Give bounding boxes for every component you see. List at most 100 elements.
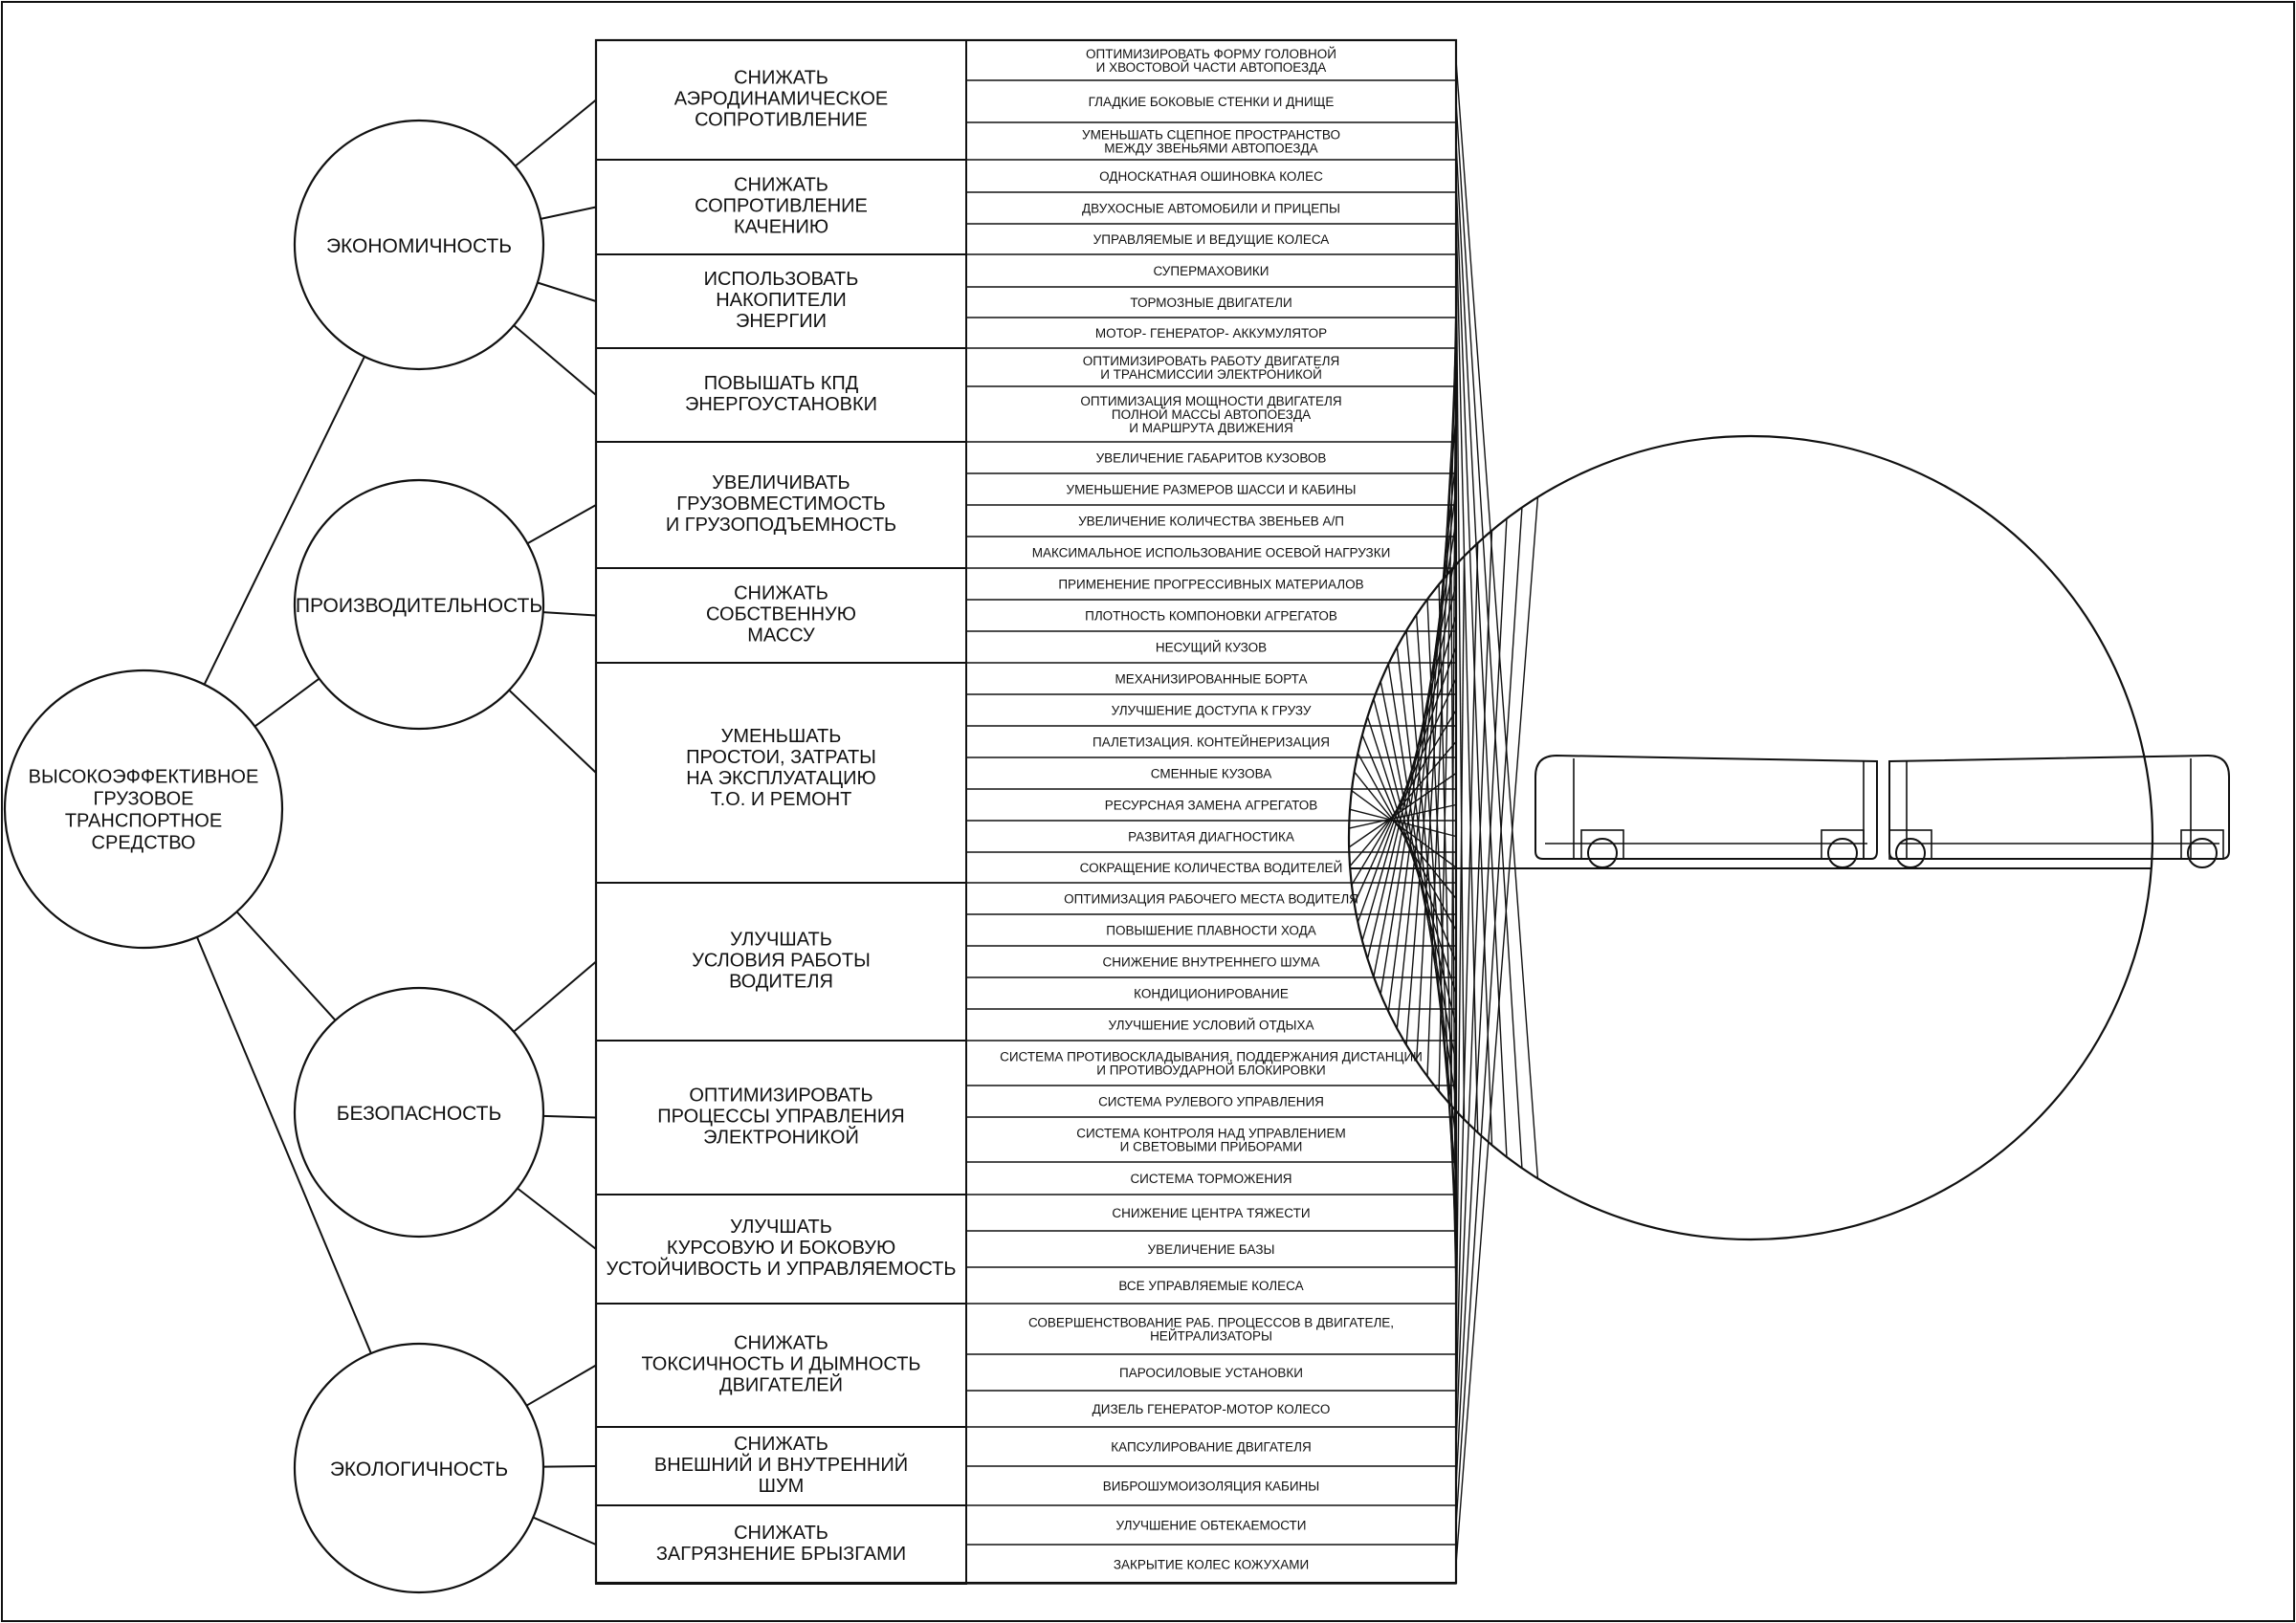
- root-connector: [254, 677, 320, 728]
- item-label-line: ТОРМОЗНЫЕ ДВИГАТЕЛИ: [1130, 296, 1292, 310]
- goal-label-line: Т.О. И РЕМОНТ: [711, 789, 852, 810]
- fan-line: [1455, 100, 1523, 1169]
- category-circle: [293, 478, 545, 731]
- fan-line: [1349, 741, 1457, 867]
- goal-connector: [513, 324, 597, 396]
- item-label-line: УВЕЛИЧЕНИЕ ГАБАРИТОВ КУЗОВОВ: [1096, 450, 1327, 465]
- item-label-line: ОДНОСКАТНАЯ ОШИНОВКА КОЛЕС: [1099, 169, 1323, 184]
- fan-line: [1354, 678, 1457, 905]
- root-label-line: СРЕДСТВО: [92, 833, 196, 854]
- category-circle: [293, 1342, 545, 1594]
- goal-label-line: ТОКСИЧНОСТЬ И ДЫМНОСТЬ: [641, 1354, 920, 1375]
- goal-label-line: ДВИГАТЕЛЕЙ: [719, 1373, 843, 1396]
- category-circle: [293, 986, 545, 1239]
- goal-label-line: СНИЖАТЬ: [734, 583, 828, 604]
- wheel-arch: [1888, 829, 1932, 860]
- item-label-line: СИСТЕМА КОНТРОЛЯ НАД УПРАВЛЕНИЕМ: [1076, 1126, 1346, 1140]
- item-label-line: НЕЙТРАЛИЗАТОРЫ: [1150, 1328, 1272, 1343]
- goal-label-line: ЭНЕРГИИ: [736, 311, 827, 332]
- item-label: УМЕНЬШЕНИЕ РАЗМЕРОВ ШАССИ И КАБИНЫ: [1067, 482, 1357, 496]
- fan-line: [1455, 238, 1466, 1120]
- item-label: СМЕННЫЕ КУЗОВА: [1151, 766, 1271, 780]
- item-label: СИСТЕМА ПРОТИВОСКЛАДЫВАНИЯ, ПОДДЕРЖАНИЯ …: [1000, 1049, 1423, 1077]
- item-label-line: СИСТЕМА ТОРМОЖЕНИЯ: [1130, 1172, 1292, 1186]
- category-label: ЭКОЛОГИЧНОСТЬ: [330, 1459, 508, 1480]
- vehicle-body: [1888, 754, 2230, 860]
- goal-connector: [542, 1114, 597, 1119]
- goal-label-line: СНИЖАТЬ: [734, 1333, 828, 1354]
- item-label: ПАРОСИЛОВЫЕ УСТАНОВКИ: [1119, 1366, 1303, 1380]
- item-label-line: КОНДИЦИОНИРОВАНИЕ: [1134, 986, 1289, 1000]
- item-label-line: ПАЛЕТИЗАЦИЯ. КОНТЕЙНЕРИЗАЦИЯ: [1093, 735, 1330, 749]
- goal-label-line: ПРОЦЕССЫ УПРАВЛЕНИЯ: [657, 1107, 904, 1128]
- item-label: ВИБРОШУМОИЗОЛЯЦИЯ КАБИНЫ: [1103, 1479, 1319, 1493]
- item-label: ПАЛЕТИЗАЦИЯ. КОНТЕЙНЕРИЗАЦИЯ: [1093, 735, 1330, 749]
- item-label-line: И ПРОТИВОУДАРНОЙ БЛОКИРОВКИ: [1096, 1063, 1325, 1077]
- wheel: [1895, 838, 1926, 868]
- category-circle: [293, 119, 545, 371]
- fan-line: [1455, 530, 1493, 1447]
- item-label-line: УМЕНЬШЕНИЕ РАЗМЕРОВ ШАССИ И КАБИНЫ: [1067, 482, 1357, 496]
- vehicle-illustration: [1347, 434, 2230, 1241]
- wheel: [1827, 838, 1858, 868]
- item-label-line: ОПТИМИЗИРОВАТЬ РАБОТУ ДВИГАТЕЛЯ: [1083, 354, 1339, 368]
- goal-label-line: ПРОСТОИ, ЗАТРАТЫ: [686, 747, 876, 768]
- goal-label-line: ВОДИТЕЛЯ: [729, 972, 833, 993]
- goal-label-line: УСТОЙЧИВОСТЬ И УПРАВЛЯЕМОСТЬ: [606, 1257, 956, 1280]
- fan-line: [1455, 507, 1523, 1525]
- root-connector: [203, 356, 365, 686]
- item-label-line: СОКРАЩЕНИЕ КОЛИЧЕСТВА ВОДИТЕЛЕЙ: [1080, 861, 1343, 875]
- goal-label-line: КУРСОВУЮ И БОКОВУЮ: [667, 1238, 895, 1259]
- item-label-line: НЕСУЩИЙ КУЗОВ: [1156, 640, 1267, 654]
- item-label-line: ПЛОТНОСТЬ КОМПОНОВКИ АГРЕГАТОВ: [1085, 608, 1337, 623]
- fan-line: [1455, 542, 1479, 1410]
- item-label-line: И СВЕТОВЫМИ ПРИБОРАМИ: [1120, 1139, 1303, 1153]
- item-label: ПРИМЕНЕНИЕ ПРОГРЕССИВНЫХ МАТЕРИАЛОВ: [1058, 577, 1363, 591]
- item-label-line: СНИЖЕНИЕ ЦЕНТРА ТЯЖЕСТИ: [1112, 1206, 1310, 1220]
- vehicle-unit: [1534, 754, 1878, 868]
- item-label-line: УЛУЧШЕНИЕ ДОСТУПА К ГРУЗУ: [1112, 703, 1312, 717]
- item-label: МЕХАНИЗИРОВАННЫЕ БОРТА: [1115, 671, 1308, 686]
- item-label: КАПСУЛИРОВАНИЕ ДВИГАТЕЛЯ: [1111, 1439, 1311, 1454]
- item-label: СОВЕРШЕНСТВОВАНИЕ РАБ. ПРОЦЕССОВ В ДВИГА…: [1028, 1315, 1394, 1343]
- goal-connector: [508, 689, 597, 774]
- item-label-line: УЛУЧШЕНИЕ ОБТЕКАЕМОСТИ: [1115, 1518, 1306, 1532]
- item-label-line: УПРАВЛЯЕМЫЕ И ВЕДУЩИЕ КОЛЕСА: [1093, 232, 1330, 247]
- goal-label-line: УВЕЛИЧИВАТЬ: [712, 472, 850, 493]
- item-label: УВЕЛИЧЕНИЕ ГАБАРИТОВ КУЗОВОВ: [1096, 450, 1327, 465]
- goal-label-line: НАКОПИТЕЛИ: [716, 290, 847, 311]
- item-label-line: СОВЕРШЕНСТВОВАНИЕ РАБ. ПРОЦЕССОВ В ДВИГА…: [1028, 1315, 1394, 1329]
- root-connector: [195, 936, 372, 1354]
- item-label-line: ПРИМЕНЕНИЕ ПРОГРЕССИВНЫХ МАТЕРИАЛОВ: [1058, 577, 1363, 591]
- item-label: МАКСИМАЛЬНОЕ ИСПОЛЬЗОВАНИЕ ОСЕВОЙ НАГРУЗ…: [1032, 545, 1391, 559]
- goal-label-line: УЛУЧШАТЬ: [730, 930, 832, 951]
- item-label: ВСЕ УПРАВЛЯЕМЫЕ КОЛЕСА: [1118, 1279, 1303, 1293]
- item-label: УПРАВЛЯЕМЫЕ И ВЕДУЩИЕ КОЛЕСА: [1093, 232, 1330, 247]
- goal-connector: [542, 611, 597, 617]
- item-label: ОДНОСКАТНАЯ ОШИНОВКА КОЛЕС: [1099, 169, 1323, 184]
- item-label-line: ВСЕ УПРАВЛЯЕМЫЕ КОЛЕСА: [1118, 1279, 1303, 1293]
- goal-label-line: ЭЛЕКТРОНИКОЙ: [703, 1126, 859, 1149]
- item-label-line: УЛУЧШЕНИЕ УСЛОВИЙ ОТДЫХА: [1109, 1018, 1314, 1032]
- wheel-arch: [1821, 829, 1865, 860]
- item-label-line: ОПТИМИЗИРОВАТЬ ФОРМУ ГОЛОВНОЙ: [1086, 47, 1336, 61]
- fan-lines: [1348, 59, 1539, 1565]
- item-label: ЗАКРЫТИЕ КОЛЕС КОЖУХАМИ: [1114, 1557, 1309, 1571]
- item-label-line: ПОВЫШЕНИЕ ПЛАВНОСТИ ХОДА: [1106, 923, 1315, 937]
- goal-connector: [537, 281, 597, 302]
- item-label-line: ПОЛНОЙ МАССЫ АВТОПОЕЗДА: [1112, 407, 1311, 422]
